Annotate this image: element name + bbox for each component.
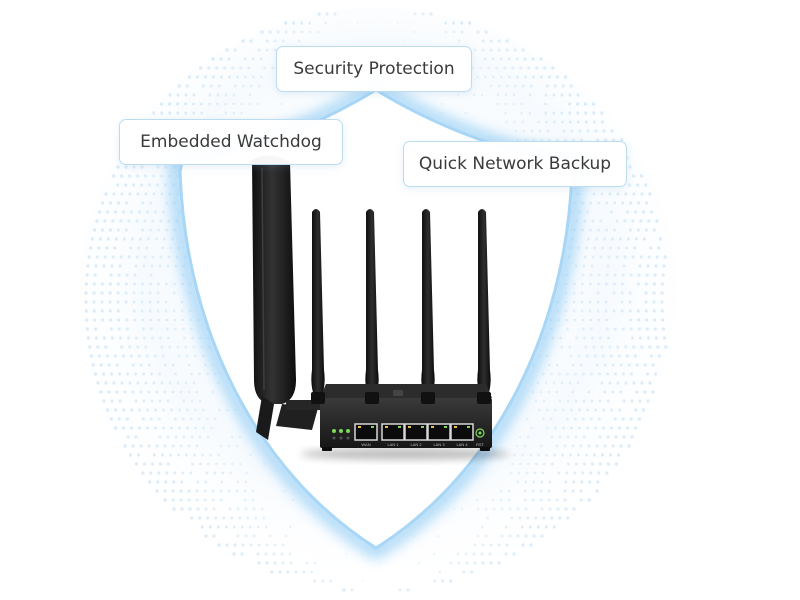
feature-tag-embedded-watchdog: Embedded Watchdog (119, 119, 343, 165)
feature-label: Embedded Watchdog (140, 132, 322, 152)
ethernet-port-icon (355, 424, 473, 440)
feature-label: Quick Network Backup (419, 154, 611, 174)
port-label-wan: WAN (361, 442, 370, 447)
feature-tag-quick-network-backup: Quick Network Backup (403, 141, 627, 187)
feature-label: Security Protection (293, 59, 454, 79)
port-label-rst: RST (476, 442, 485, 447)
feature-tag-security-protection: Security Protection (276, 46, 472, 92)
port-label-lan2: LAN 2 (410, 442, 422, 447)
port-label-lan1: LAN 1 (387, 442, 399, 447)
port-label-lan3: LAN 3 (433, 442, 445, 447)
port-label-lan4: LAN 4 (456, 442, 468, 447)
